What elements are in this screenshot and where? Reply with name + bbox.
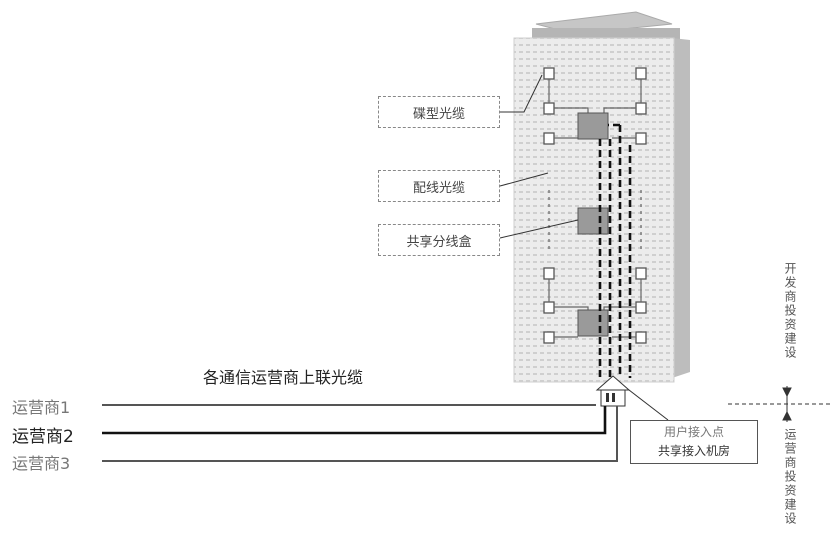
developer-investment-label: 开发商投资建设 [783,262,797,360]
riser-cables [598,123,632,378]
access-point-box: 用户接入点 共享接入机房 [630,420,758,464]
operator-1-label: 运营商1 [12,398,71,417]
leader-lines [499,74,669,421]
operator-2-label: 运营商2 [12,427,74,447]
access-room-label: 共享接入机房 [657,444,730,458]
operator-3-label: 运营商3 [12,454,71,473]
callout-label: 共享分线盒 [406,234,472,250]
callout-label: 配线光缆 [412,180,465,196]
callout-shared-box: 共享分线盒 [378,224,500,256]
uplink-title: 各通信运营商上联光缆 [203,368,364,387]
access-point-label: 用户接入点 [663,425,724,439]
operator-investment-label: 运营商投资建设 [783,428,797,526]
operator-lines [102,404,618,462]
distribution-boxes [577,112,609,337]
callout-label: 碟型光缆 [412,106,465,122]
investment-divider [728,386,833,422]
callout-butterfly-cable: 碟型光缆 [378,96,500,128]
access-room [595,375,631,407]
callout-distribution-cable: 配线光缆 [378,170,500,202]
